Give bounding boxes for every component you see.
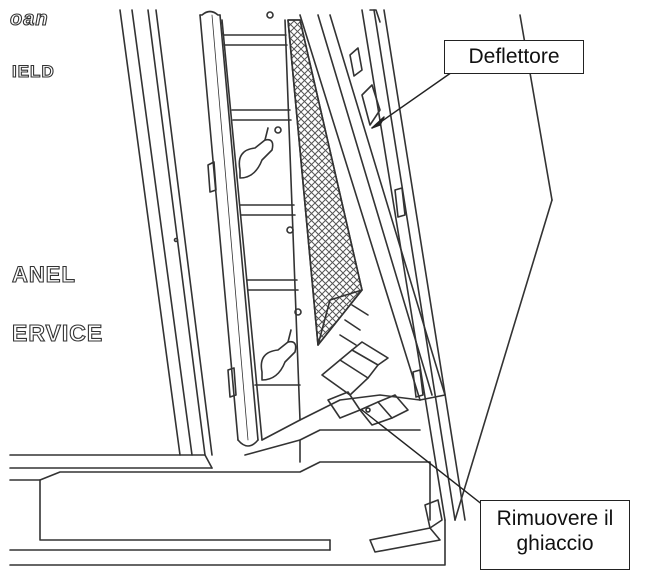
door-frame-right (361, 9, 553, 553)
mesh-grille (287, 19, 363, 346)
panel-fragment-panel: ANEL (11, 261, 76, 287)
drain-tray (244, 289, 421, 463)
callout-deflector: Deflettore (444, 40, 584, 74)
cabinet-frame (9, 9, 446, 566)
inner-chassis (173, 11, 302, 441)
callout-remove-ice: Rimuovere il ghiaccio (480, 500, 630, 570)
panel-fragment-top: oan (9, 7, 49, 30)
callout-remove-ice-line2: ghiaccio (516, 531, 594, 555)
callout-deflector-text: Deflettore (468, 45, 560, 68)
panel-fragment-shield: IELD (11, 61, 55, 81)
panel-fragment-service: ERVICE (11, 319, 104, 346)
callout-remove-ice-line1: Rimuovere il (496, 507, 614, 530)
leader-lines (361, 69, 503, 521)
